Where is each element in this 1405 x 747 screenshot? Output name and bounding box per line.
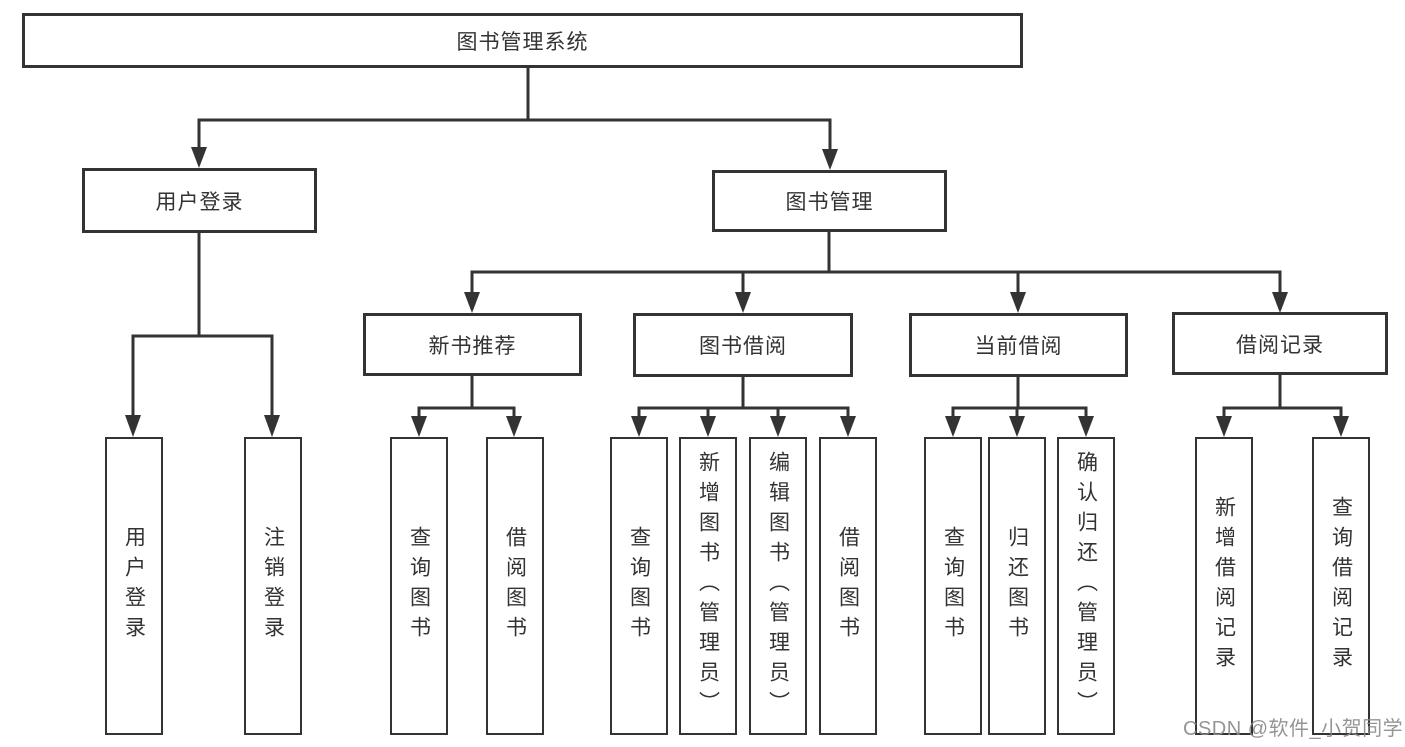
leaf-label: 确认归还（管理员） [1074,451,1098,721]
leaf-query-books-borrow: 查询图书 [610,437,668,735]
leaf-query-borrow-record: 查询借阅记录 [1312,437,1370,735]
leaf-label: 新增图书（管理员） [696,451,720,721]
leaf-confirm-return-admin: 确认归还（管理员） [1057,437,1115,735]
node-book-management: 图书管理 [712,170,947,232]
leaf-logout: 注销登录 [244,437,302,735]
node-current-borrow: 当前借阅 [909,313,1128,377]
node-new-book-recommend: 新书推荐 [363,313,582,376]
node-user-login: 用户登录 [82,168,317,233]
leaf-query-books-recommend: 查询图书 [390,437,448,735]
leaf-add-borrow-record: 新增借阅记录 [1195,437,1253,735]
leaf-label: 查询借阅记录 [1329,496,1353,676]
leaf-label: 编辑图书（管理员） [766,451,790,721]
node-borrow-records: 借阅记录 [1172,312,1388,375]
csdn-watermark: CSDN @软件_小贺同学 [1183,718,1404,740]
leaf-borrow-books: 借阅图书 [819,437,877,735]
leaf-label: 注销登录 [261,526,285,646]
leaf-query-books-current: 查询图书 [924,437,982,735]
leaf-add-book-admin: 新增图书（管理员） [679,437,737,735]
leaf-label: 用户登录 [122,526,146,646]
node-book-borrow: 图书借阅 [633,313,853,377]
leaf-label: 借阅图书 [503,526,527,646]
leaf-label: 归还图书 [1005,526,1029,646]
leaf-label: 查询图书 [627,526,651,646]
leaf-label: 新增借阅记录 [1212,496,1236,676]
leaf-label: 查询图书 [941,526,965,646]
leaf-label: 借阅图书 [836,526,860,646]
node-library-management-system: 图书管理系统 [22,13,1023,68]
leaf-edit-book-admin: 编辑图书（管理员） [749,437,807,735]
leaf-borrow-books-recommend: 借阅图书 [486,437,544,735]
leaf-return-book: 归还图书 [988,437,1046,735]
leaf-label: 查询图书 [407,526,431,646]
leaf-user-login: 用户登录 [105,437,163,735]
